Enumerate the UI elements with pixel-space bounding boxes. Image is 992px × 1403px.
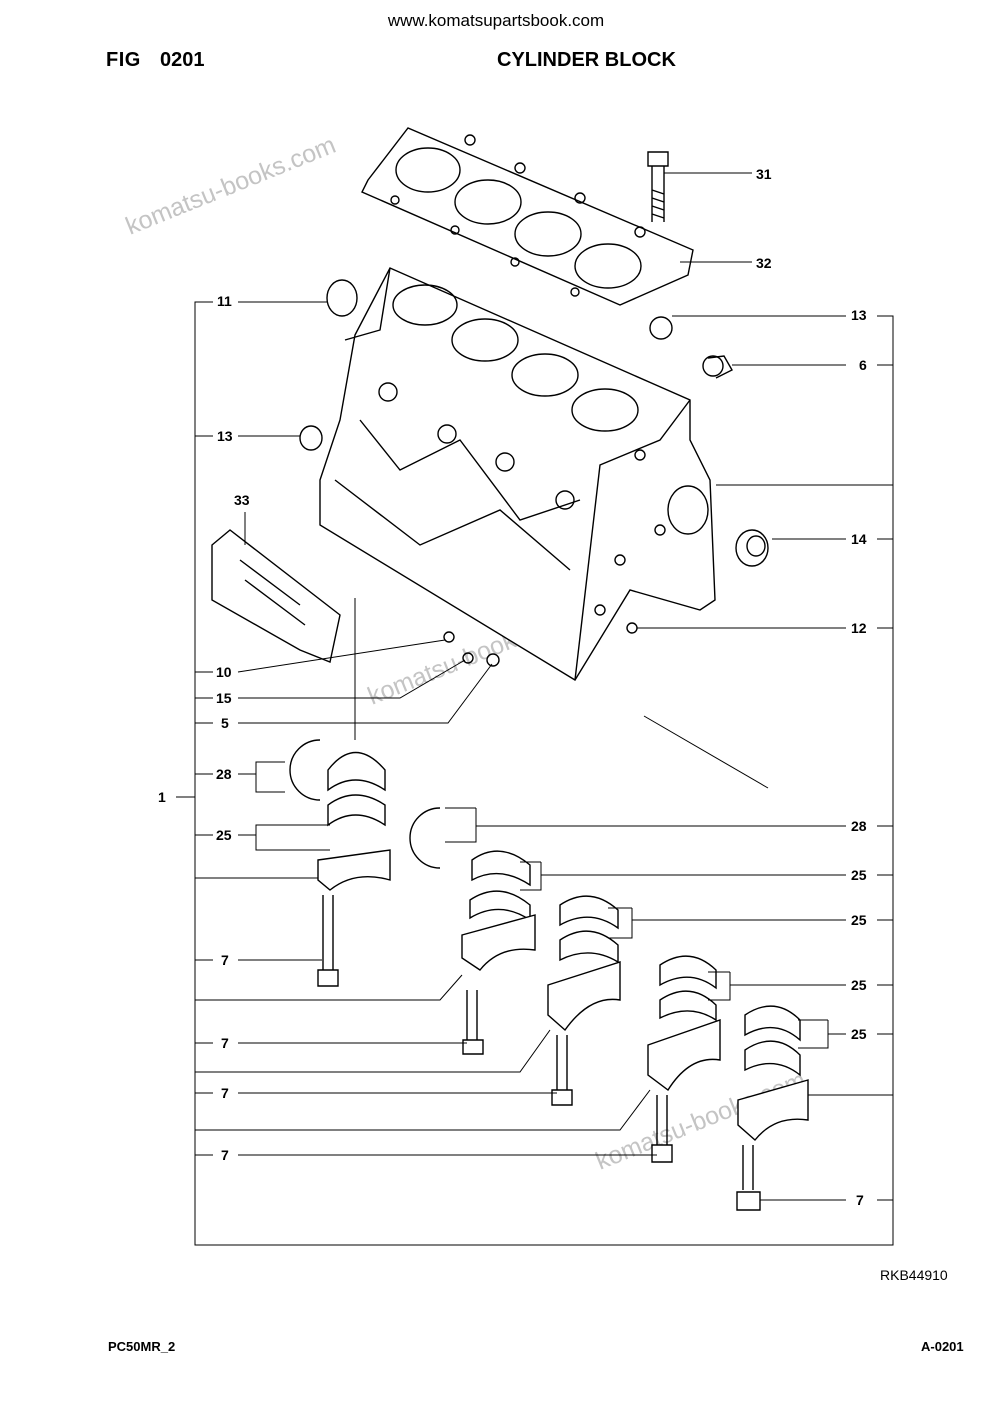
website-url: www.komatsupartsbook.com (387, 11, 605, 30)
head-gasket-illustration (361, 127, 694, 306)
footer-model: PC50MR_2 (108, 1339, 176, 1354)
callout-28-right: 28 (851, 818, 867, 834)
callout-7-2: 7 (221, 1035, 229, 1051)
callout-13-left: 13 (217, 428, 233, 444)
main-bearing-set-2 (461, 850, 536, 1055)
callout-7-4: 7 (221, 1147, 229, 1163)
callout-15: 15 (216, 690, 232, 706)
callout-28-left: 28 (216, 766, 232, 782)
main-bearing-set-5 (736, 1005, 809, 1211)
fig-label: FIG (106, 49, 141, 71)
callout-25-right-3: 25 (851, 977, 867, 993)
plug-12-illustration (626, 622, 638, 634)
callout-1: 1 (158, 789, 166, 805)
callout-12: 12 (851, 620, 867, 636)
bushing-6-illustration (702, 355, 733, 379)
main-bearing-set-3 (547, 895, 621, 1106)
cover-33-illustration (211, 529, 341, 663)
callout-14: 14 (851, 531, 867, 547)
cylinder-block-illustration (319, 267, 716, 681)
callout-7-3: 7 (221, 1085, 229, 1101)
main-bearing-set-4 (647, 955, 721, 1163)
callout-32: 32 (756, 255, 772, 271)
callout-7-5: 7 (856, 1192, 864, 1208)
callout-6: 6 (859, 357, 867, 373)
callout-25-right-4: 25 (851, 1026, 867, 1042)
plug-11-illustration (326, 279, 358, 317)
callout-31: 31 (756, 166, 772, 182)
head-bolt-illustration (647, 151, 669, 222)
callout-33: 33 (234, 492, 250, 508)
plug-15-illustration (462, 652, 474, 664)
page-title: CYLINDER BLOCK (497, 49, 676, 71)
plug-13-top-illustration (649, 316, 673, 340)
callout-10: 10 (216, 664, 232, 680)
callout-5: 5 (221, 715, 229, 731)
thrust-washer-28-left (289, 739, 321, 801)
fig-number: 0201 (160, 49, 205, 71)
centerline (643, 715, 769, 789)
callout-13-right: 13 (851, 307, 867, 323)
drawing-code: RKB44910 (880, 1267, 948, 1283)
callout-25-right-1: 25 (851, 867, 867, 883)
watermark-top: komatsu-books.com (122, 131, 340, 241)
plug-10-illustration (443, 631, 455, 643)
seal-14-illustration (735, 529, 769, 567)
main-bearing-set-1 (317, 752, 391, 987)
leader-lines (176, 172, 894, 1246)
callout-11: 11 (217, 293, 232, 309)
plug-5-illustration (486, 653, 500, 667)
callout-25-left: 25 (216, 827, 232, 843)
footer-page: A-0201 (921, 1339, 964, 1354)
callout-25-right-2: 25 (851, 912, 867, 928)
plug-13-left-illustration (299, 425, 323, 451)
callout-7-1: 7 (221, 952, 229, 968)
thrust-washer-28-right (409, 807, 441, 869)
